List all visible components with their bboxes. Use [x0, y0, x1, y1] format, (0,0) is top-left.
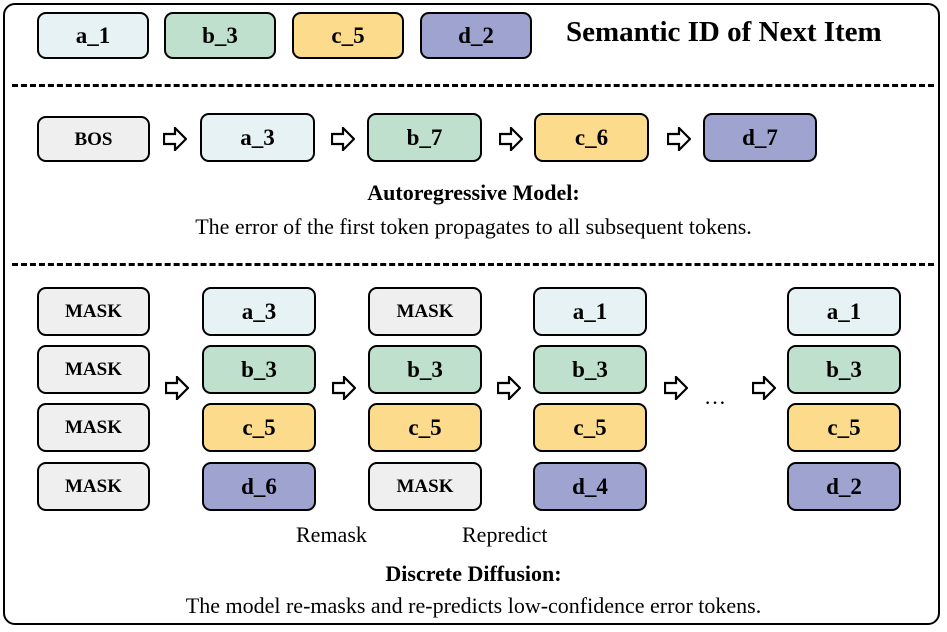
ar-token-d: d_7 [703, 113, 817, 162]
diff-col2-token-mask: MASK [368, 462, 482, 511]
ar-token-b: b_7 [367, 113, 482, 162]
diff-col4-token-d: d_2 [787, 462, 901, 511]
diff-col4-token-b: b_3 [787, 345, 901, 394]
section-divider [12, 84, 934, 87]
arrow-icon [667, 127, 691, 151]
ar-token-c: c_6 [534, 113, 649, 162]
header-token-c: c_5 [292, 12, 404, 59]
diagram-title: Semantic ID of Next Item [566, 16, 882, 48]
arrow-icon [331, 127, 355, 151]
ar-caption-text: The error of the first token propagates … [195, 214, 752, 239]
diff-col3-token-c: c_5 [533, 403, 647, 452]
arrow-icon [752, 376, 776, 400]
diff-col1-token-d: d_6 [202, 462, 316, 511]
diff-caption-text: The model re-masks and re-predicts low-c… [185, 593, 762, 618]
arrow-icon [163, 127, 187, 151]
diff-col1-token-a: a_3 [202, 287, 316, 336]
diff-col1-token-c: c_5 [202, 403, 316, 452]
ellipsis: … [704, 384, 726, 409]
diff-caption-title: Discrete Diffusion: [385, 561, 562, 586]
header-token-b: b_3 [164, 12, 276, 59]
diff-col3-token-a: a_1 [533, 287, 647, 336]
ar-token-a: a_3 [200, 113, 315, 162]
header-token-a: a_1 [37, 12, 149, 59]
diff-col3-token-d: d_4 [533, 462, 647, 511]
arrow-icon [165, 376, 189, 400]
arrow-icon [664, 376, 688, 400]
diff-col2-token-b: b_3 [368, 345, 482, 394]
diagram-frame [3, 3, 940, 625]
ar-caption-title: Autoregressive Model: [367, 180, 580, 205]
diff-col0-token: MASK [37, 462, 150, 511]
ar-token-bos: BOS [37, 116, 150, 162]
diff-col0-token: MASK [37, 345, 150, 394]
diff-col0-token: MASK [37, 403, 150, 452]
arrow-icon [497, 376, 521, 400]
diff-col1-token-b: b_3 [202, 345, 316, 394]
diff-col4-token-c: c_5 [787, 403, 901, 452]
diff-col3-token-b: b_3 [533, 345, 647, 394]
diff-col2-token-c: c_5 [368, 403, 482, 452]
arrow-icon [332, 376, 356, 400]
diff-col0-token: MASK [37, 287, 150, 336]
section-divider [12, 263, 934, 266]
arrow-icon [499, 127, 523, 151]
repredict-label: Repredict [462, 522, 548, 547]
remask-label: Remask [296, 522, 367, 547]
diff-col4-token-a: a_1 [787, 287, 901, 336]
header-token-d: d_2 [420, 12, 532, 59]
diff-col2-token-mask: MASK [368, 287, 482, 336]
